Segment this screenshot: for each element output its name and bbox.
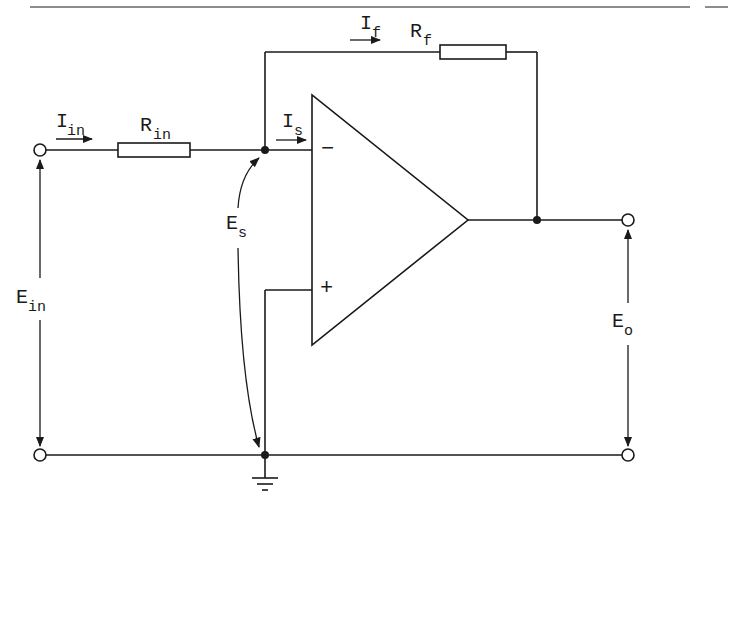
wire [468, 219, 622, 221]
junction-dot [261, 451, 269, 459]
page-rule [705, 7, 728, 8]
ground-symbol [262, 489, 268, 491]
voltage-subscript: s [238, 226, 247, 241]
current-arrow [276, 139, 306, 140]
voltage-label: E [226, 214, 238, 234]
resistor-label: R [410, 22, 422, 42]
pin-sign: − [321, 139, 334, 161]
voltage-arrow [238, 248, 259, 447]
resistor-subscript: f [423, 34, 432, 49]
page-rule [30, 7, 690, 8]
wire [264, 290, 266, 455]
current-label: I [360, 14, 372, 34]
voltage-arrow [39, 160, 40, 278]
voltage-arrow [238, 158, 259, 208]
wire [190, 149, 312, 151]
voltage-arrow [627, 230, 628, 303]
resistor-symbol [440, 45, 506, 59]
input-terminal [34, 449, 46, 461]
ground-symbol [252, 477, 278, 479]
wire [265, 289, 312, 291]
resistor-subscript: in [153, 128, 171, 143]
voltage-label: E [16, 288, 28, 308]
current-subscript: in [67, 124, 85, 139]
voltage-subscript: in [28, 300, 46, 315]
wire [265, 51, 440, 53]
resistor-label: R [140, 116, 152, 136]
wire [46, 454, 622, 456]
voltage-subscript: o [624, 324, 633, 339]
voltage-arrow [39, 320, 40, 446]
output-terminal [622, 214, 634, 226]
current-subscript: f [372, 26, 381, 41]
opamp-symbol [312, 95, 468, 345]
voltage-arrow [627, 345, 628, 446]
current-label: I [282, 112, 294, 132]
output-terminal [622, 449, 634, 461]
pin-sign: + [320, 278, 333, 300]
junction-dot [533, 216, 541, 224]
wire [46, 149, 118, 151]
resistor-symbol [118, 143, 190, 157]
voltage-label: E [612, 312, 624, 332]
ground-symbol [257, 483, 273, 485]
current-subscript: s [294, 124, 303, 139]
wire [506, 51, 537, 53]
current-label: I [56, 112, 68, 132]
junction-dot [261, 146, 269, 154]
wire [536, 52, 538, 220]
input-terminal [34, 144, 46, 156]
wire [264, 52, 266, 150]
